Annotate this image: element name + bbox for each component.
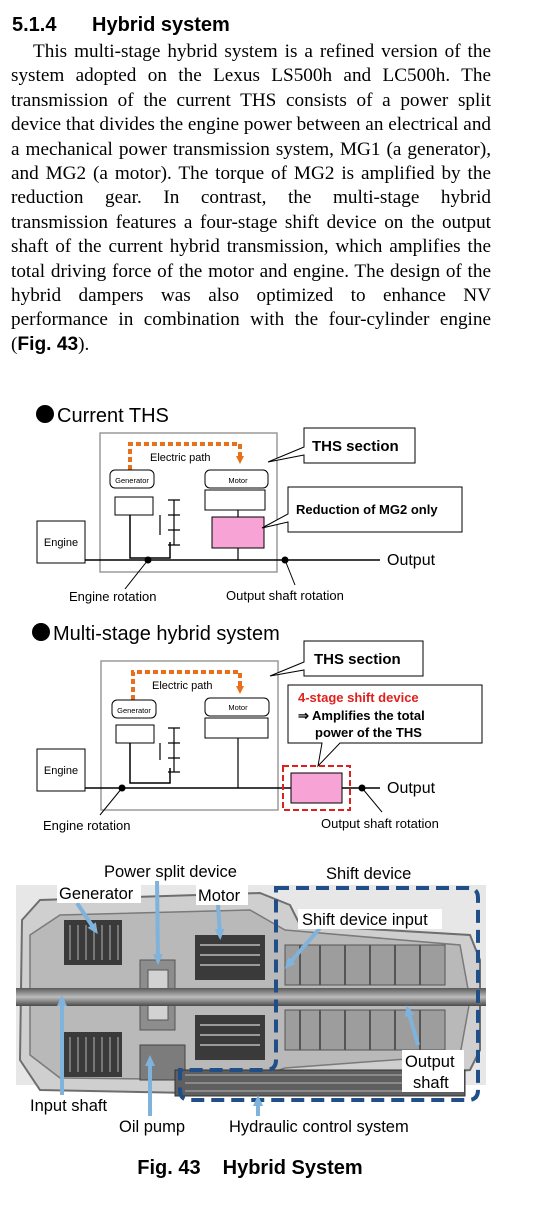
diagram-multistage: Multi-stage hybrid system Electric path … <box>32 623 483 833</box>
engine-label: Engine <box>44 765 78 777</box>
label-shift-device: Shift device <box>326 865 411 883</box>
label-power-split-device: Power split device <box>104 863 237 881</box>
ths-section-box <box>100 660 279 811</box>
generator-shaft <box>129 743 171 784</box>
label-hydraulic-control-system: Hydraulic control system <box>229 1118 409 1136</box>
transmission-cutaway: Power split device Generator Motor Shift… <box>16 861 486 1136</box>
label-input-shaft: Input shaft <box>30 1097 107 1115</box>
engine-label: Engine <box>44 537 78 549</box>
shift-device-boundary <box>178 886 480 1102</box>
planetary-gear <box>159 727 180 773</box>
label-generator: Generator <box>59 885 134 903</box>
label-output-shaft-line1: Output <box>405 1053 455 1071</box>
output-label: Output <box>387 552 436 569</box>
label-motor: Motor <box>198 887 241 905</box>
generator-label: Generator <box>115 476 149 485</box>
motor-rotor <box>204 489 266 511</box>
motor-label: Motor <box>228 476 248 485</box>
shift-device-line1: ⇒ Amplifies the total <box>298 708 425 723</box>
output-shaft-rotation-label: Output shaft rotation <box>226 588 344 603</box>
engine-box <box>36 748 86 792</box>
generator-label: Generator <box>117 706 151 715</box>
caption-title: Hybrid System <box>222 1157 363 1179</box>
motor-label: Motor <box>228 703 248 712</box>
bullet-icon <box>32 623 50 641</box>
main-shaft <box>16 988 486 1006</box>
diagram-multistage-title: Multi-stage hybrid system <box>53 623 280 645</box>
section-heading: 5.1.4 Hybrid system <box>12 14 542 37</box>
figure-reference-link[interactable]: Fig. 43 <box>17 333 79 355</box>
electric-path-arrow <box>128 442 244 470</box>
output-shaft-rotation-label: Output shaft rotation <box>321 816 439 831</box>
caption-number: Fig. 43 <box>137 1157 201 1179</box>
diagram-current-title: Current THS <box>57 405 169 427</box>
bullet-icon <box>36 405 54 423</box>
shift-device-outline <box>282 765 351 811</box>
diagram-current-ths: Current THS Electric path Generator Moto… <box>36 405 463 604</box>
electric-path-label: Electric path <box>150 452 211 464</box>
engine-rotation-label: Engine rotation <box>69 589 156 604</box>
generator-box <box>111 699 157 719</box>
reduction-gear <box>211 516 265 549</box>
generator-rotor <box>115 724 155 744</box>
ths-section-box <box>99 432 278 573</box>
motor-box <box>204 697 270 717</box>
generator-rotor <box>114 496 154 516</box>
ths-section-callout <box>267 427 416 464</box>
label-oil-pump: Oil pump <box>119 1118 185 1136</box>
generator-box <box>109 469 155 489</box>
output-label: Output <box>387 780 436 797</box>
planetary-gear <box>159 499 180 546</box>
figure-caption: Fig. 43 Hybrid System <box>0 1157 500 1180</box>
electric-path-arrow <box>131 670 244 700</box>
ths-section-label: THS section <box>312 438 399 455</box>
engine-rotation-label: Engine rotation <box>43 818 130 833</box>
motor-rotor <box>204 717 269 739</box>
ths-section-label: THS section <box>314 651 401 668</box>
motor-winding <box>195 935 265 980</box>
reduction-label: Reduction of MG2 only <box>296 502 438 517</box>
label-output-shaft-line2: shaft <box>413 1074 449 1092</box>
shift-device-line2: power of the THS <box>315 725 422 740</box>
electric-path-label: Electric path <box>152 680 213 692</box>
shift-device <box>290 772 343 804</box>
paragraph-end: ). <box>78 333 90 355</box>
shift-device-title: 4-stage shift device <box>298 690 419 705</box>
reduction-callout <box>261 486 463 533</box>
section-number: 5.1.4 <box>12 14 57 36</box>
shift-device-callout <box>287 684 483 768</box>
body-paragraph: This multi-stage hybrid system is a refi… <box>11 40 491 357</box>
paragraph-text: This multi-stage hybrid system is a refi… <box>11 41 492 355</box>
engine-box <box>36 520 86 564</box>
generator-shaft <box>129 515 171 559</box>
section-title: Hybrid system <box>92 14 230 36</box>
motor-box <box>204 469 269 489</box>
ths-section-callout <box>269 640 424 677</box>
label-shift-device-input: Shift device input <box>302 911 428 929</box>
